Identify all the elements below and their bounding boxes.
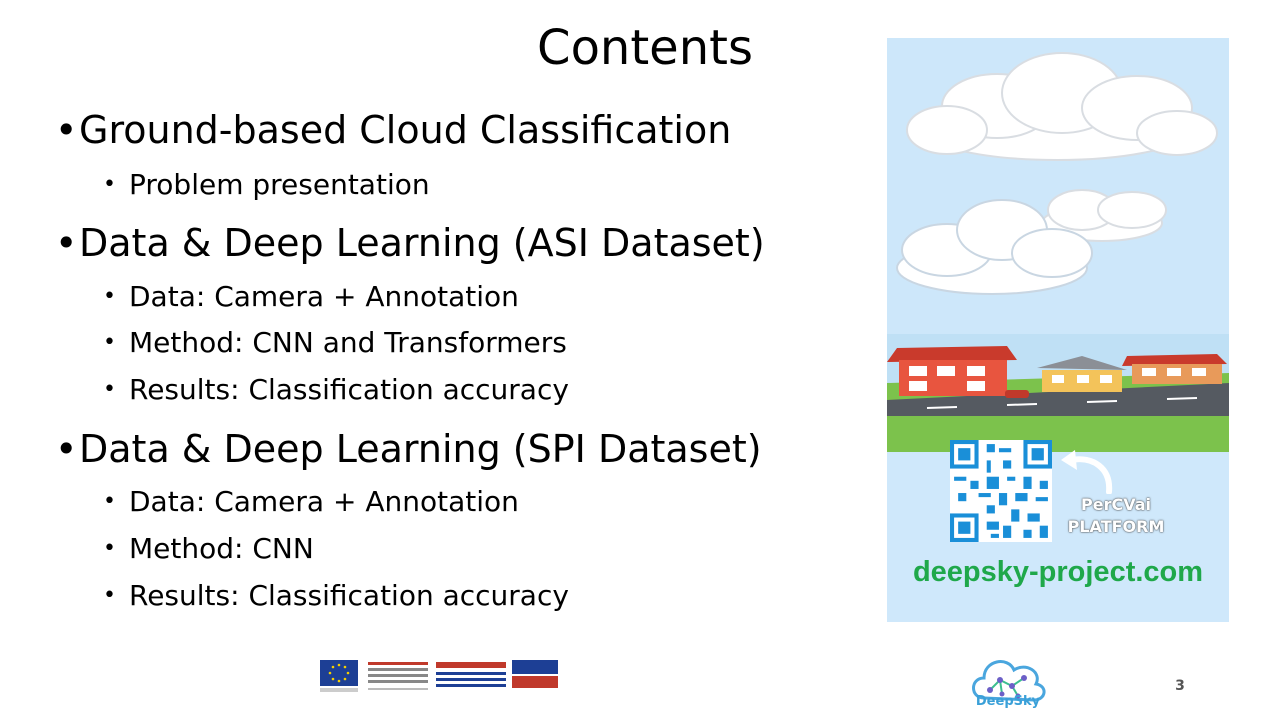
slide-title: Contents — [537, 20, 753, 76]
house-icon — [1122, 354, 1227, 384]
car-icon — [1005, 390, 1029, 398]
section-item: •Method: CNN and Transformers — [103, 326, 567, 359]
section-heading: •Data & Deep Learning (ASI Dataset) — [55, 221, 765, 265]
platform-label: PerCVai PLATFORM — [1067, 495, 1165, 536]
sky-town-illustration — [887, 38, 1229, 452]
cloud-icon — [896, 199, 1093, 295]
deepsky-logo-icon — [972, 660, 1046, 702]
section-heading: •Data & Deep Learning (SPI Dataset) — [55, 427, 762, 471]
website-link[interactable]: deepsky-project.com — [912, 556, 1204, 588]
deepsky-label: DeepSky — [975, 694, 1041, 709]
cloud-icon — [906, 52, 1218, 161]
section-item: •Data: Camera + Annotation — [103, 485, 519, 518]
platform-area — [887, 452, 1229, 622]
section-item: •Results: Classification accuracy — [103, 373, 569, 406]
house-icon — [1037, 356, 1127, 392]
house-icon — [887, 346, 1017, 396]
curved-arrow-icon — [1061, 450, 1113, 494]
section-item: •Method: CNN — [103, 532, 314, 565]
section-item: •Problem presentation — [103, 168, 430, 201]
section-item: •Data: Camera + Annotation — [103, 280, 519, 313]
page-number: 3 — [1175, 678, 1185, 694]
section-item: •Results: Classification accuracy — [103, 579, 569, 612]
qr-code-icon[interactable] — [950, 440, 1052, 542]
illustration-panel: PerCVai PLATFORM deepsky-project.com — [887, 38, 1229, 622]
eu-espa-logos — [320, 660, 558, 692]
section-heading: •Ground-based Cloud Classification — [55, 108, 732, 152]
